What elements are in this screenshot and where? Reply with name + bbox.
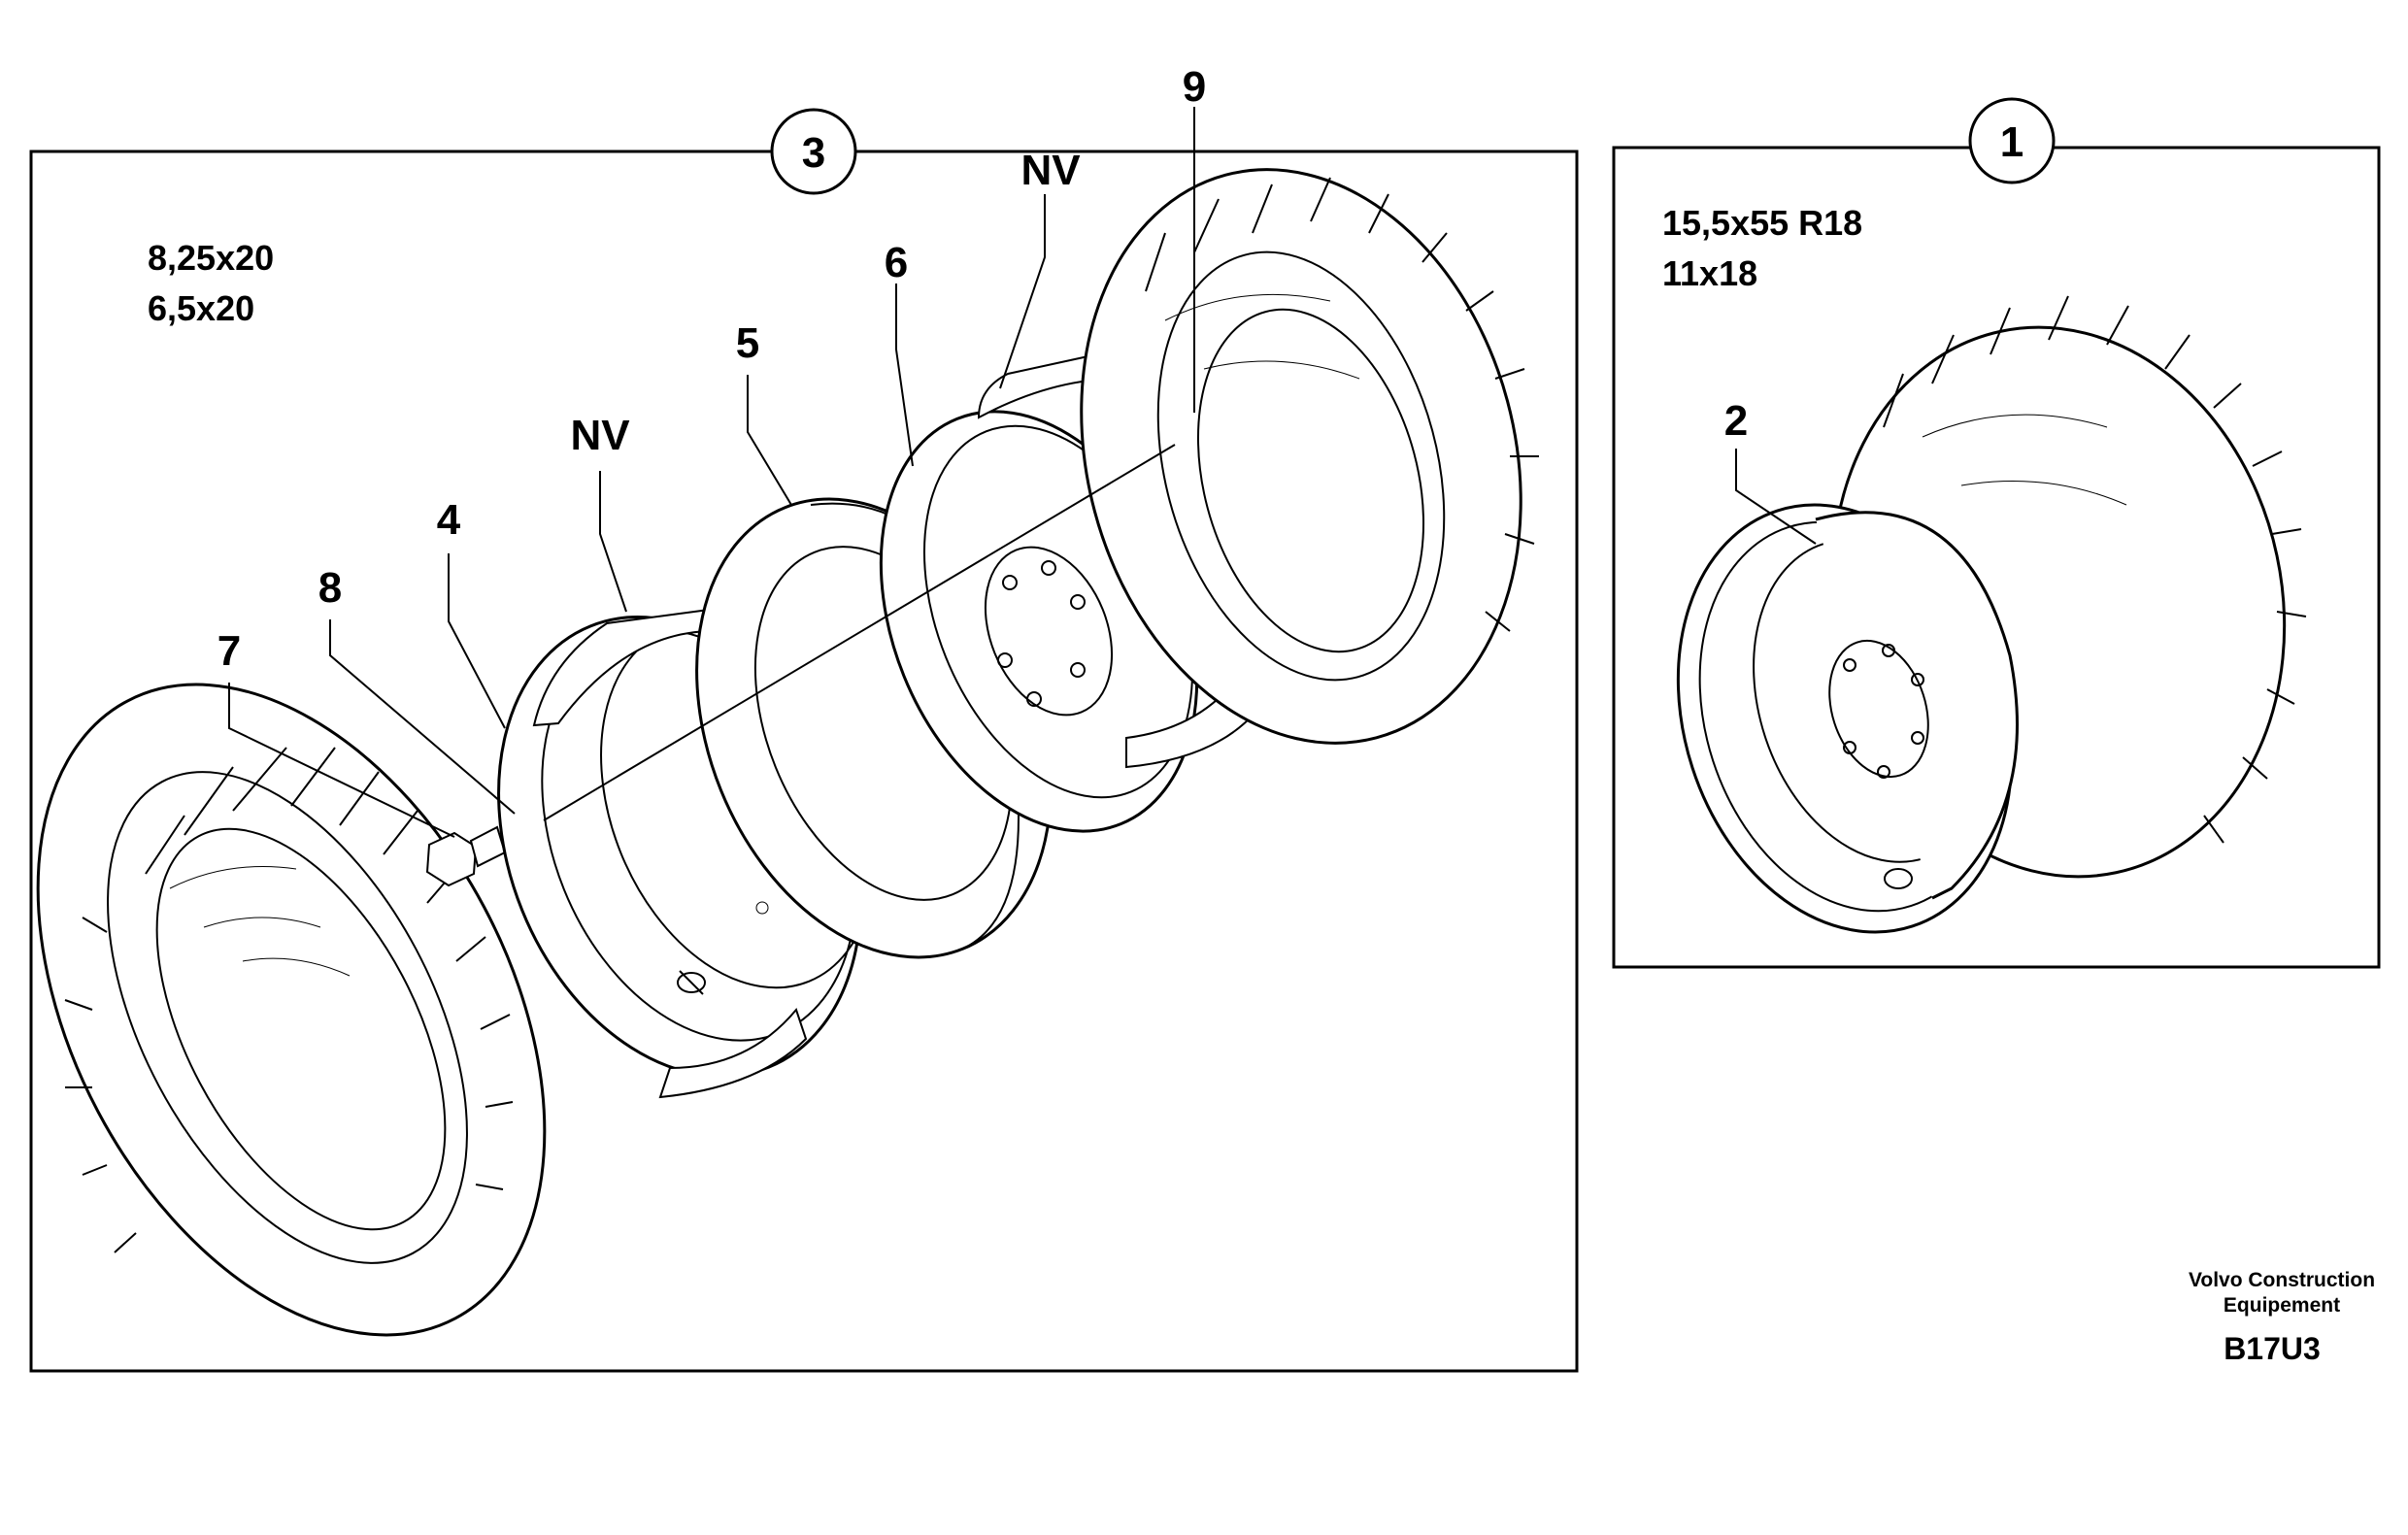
part-label-2: 2	[1724, 397, 1748, 445]
leader-nv-lower: NV	[570, 412, 630, 613]
leader-7: 7	[217, 627, 455, 838]
part-label-4: 4	[437, 496, 461, 544]
leader-4: 4	[437, 496, 506, 729]
part-label-8: 8	[318, 564, 342, 612]
company-name-line2: Equipement	[2224, 1294, 2340, 1317]
rim-size-2: 6,5x20	[148, 288, 254, 328]
leader-9: 9	[1183, 63, 1206, 413]
bolt-part-7	[425, 825, 507, 887]
tyre-size: 15,5x55 R18	[1662, 203, 1862, 243]
complete-wheel	[1676, 295, 2307, 934]
callout-3-number: 3	[802, 129, 825, 177]
leader-nv-upper: NV	[999, 147, 1081, 389]
leader-2: 2	[1724, 397, 1817, 545]
rim-size-1: 8,25x20	[148, 238, 274, 278]
part-label-nv-lower: NV	[570, 412, 630, 459]
part-label-nv-upper: NV	[1020, 147, 1081, 194]
part-label-9: 9	[1183, 63, 1206, 111]
company-name-line1: Volvo Construction	[2189, 1269, 2375, 1291]
rear-tyre	[1080, 168, 1539, 745]
assembly-axis	[543, 444, 1176, 821]
callout-3: 3	[770, 108, 857, 195]
leader-5: 5	[736, 319, 792, 506]
diagram-code: B17U3	[2224, 1331, 2321, 1366]
front-tyre	[36, 683, 547, 1337]
callout-1-number: 1	[2000, 118, 2023, 166]
part-label-6: 6	[885, 239, 908, 286]
callout-1: 1	[1968, 97, 2056, 184]
part-label-5: 5	[736, 319, 759, 367]
leader-8: 8	[318, 564, 516, 815]
part-label-7: 7	[217, 627, 241, 675]
rim-size-right: 11x18	[1662, 253, 1757, 293]
leader-6: 6	[885, 239, 914, 467]
